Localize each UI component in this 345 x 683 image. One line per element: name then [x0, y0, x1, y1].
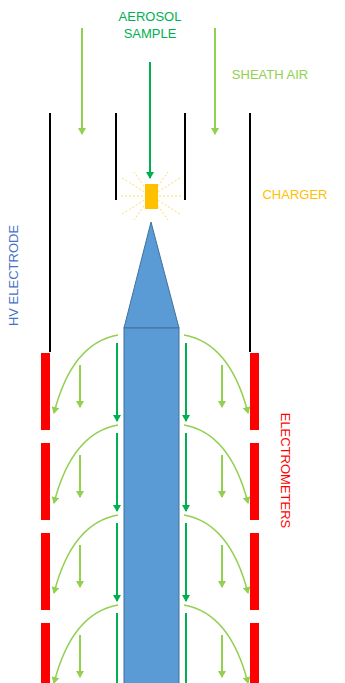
sample-arrow [149, 62, 151, 178]
inner-tube [115, 113, 117, 200]
sample-flow [185, 613, 187, 683]
outer-wall [49, 113, 51, 352]
sheath-label: SHEATH AIR [232, 66, 308, 83]
particle-path [54, 425, 118, 503]
sheath-flow [221, 545, 223, 587]
electrometers [41, 353, 259, 683]
particle-path [184, 335, 248, 413]
charger-source [145, 184, 158, 209]
sample-flow [116, 433, 118, 511]
particle-path [54, 605, 118, 683]
sheath-flow [79, 365, 81, 407]
sheath-flow [221, 365, 223, 407]
sample-flow [116, 343, 118, 421]
sheath-flow [79, 455, 81, 497]
particle-path [184, 515, 248, 593]
sheath-arrow [214, 28, 216, 134]
particle-path [54, 335, 118, 413]
sample-flow [185, 523, 187, 601]
sample-flow [116, 613, 118, 683]
electrode-tip [124, 222, 179, 328]
electrode-label: HV ELECTRODE [6, 224, 23, 325]
particle-path [184, 425, 248, 503]
sample-flow [185, 433, 187, 511]
sheath-flow [79, 545, 81, 587]
inner-tube [184, 113, 186, 200]
electrometer-label: ELECTROMETERS [277, 412, 294, 528]
outer-wall [249, 113, 251, 352]
sample-flow [185, 343, 187, 421]
sheath-flow [79, 635, 81, 677]
sheath-flow [221, 455, 223, 497]
flow-arrows [54, 335, 248, 683]
charger-rays [120, 172, 182, 220]
charger-label: CHARGER [262, 186, 327, 203]
sheath-arrow [81, 28, 83, 134]
sheath-flow [221, 635, 223, 677]
sample-label: AEROSOL SAMPLE [115, 8, 185, 42]
sample-flow [116, 523, 118, 601]
particle-path [54, 515, 118, 593]
hv-electrode [124, 328, 179, 683]
particle-path [184, 605, 248, 683]
